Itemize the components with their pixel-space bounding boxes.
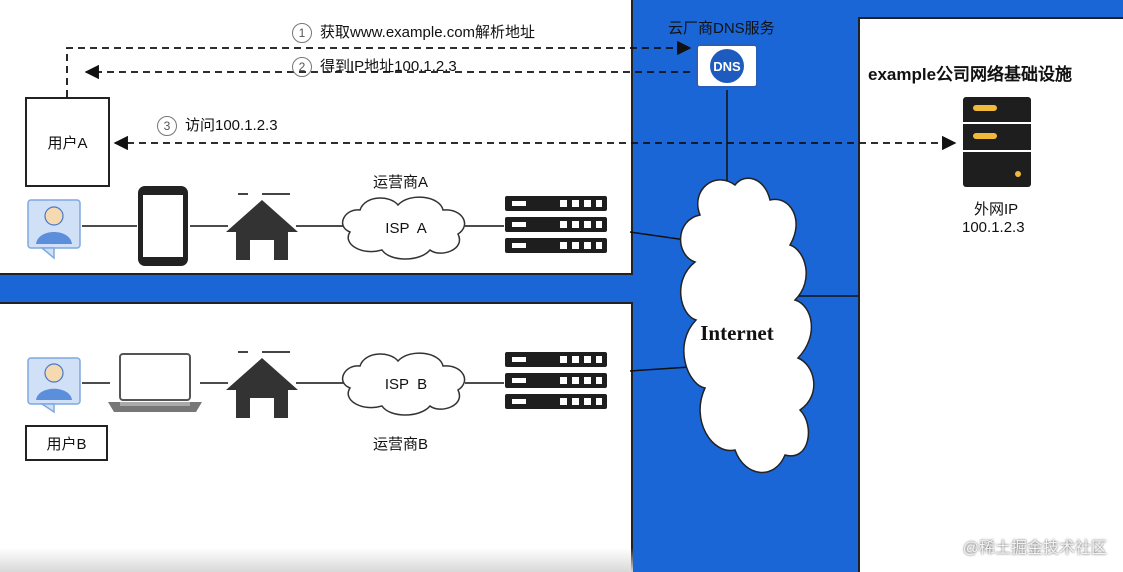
step-2-label: 2 得到IP地址100.1.2.3 xyxy=(292,55,457,78)
step-2-text: 得到IP地址100.1.2.3 xyxy=(320,58,457,75)
isp-a-label: ISP A xyxy=(385,220,426,237)
step-2-number: 2 xyxy=(292,57,312,78)
isp-server-rack-icon xyxy=(505,352,607,409)
external-ip-value: 100.1.2.3 xyxy=(962,219,1025,236)
bottom-fade xyxy=(0,548,633,572)
user-a-box: 用户A xyxy=(25,97,110,187)
company-title: example公司网络基础设施 xyxy=(868,65,1073,84)
isp-a-cloud: ISP A xyxy=(341,196,466,260)
smartphone-icon xyxy=(138,186,188,266)
dns-icon-text: DNS xyxy=(713,59,741,74)
step-3-label: 3 访问100.1.2.3 xyxy=(157,114,278,137)
server-tower-icon xyxy=(963,97,1031,187)
step-1-label: 1 获取www.example.com解析地址 xyxy=(292,21,536,44)
home-router-icon xyxy=(226,351,298,418)
internet-label: Internet xyxy=(700,321,773,345)
isp-b-internet-link xyxy=(629,366,691,372)
carrier-b-label: 运营商B xyxy=(373,436,429,453)
dns-service-label: 云厂商DNS服务 xyxy=(668,20,775,37)
user-b-label: 用户B xyxy=(46,435,87,453)
arrow-step-1 xyxy=(66,40,692,97)
step-1-text: 获取www.example.com解析地址 xyxy=(320,24,536,41)
isp-b-cloud: ISP B xyxy=(341,352,466,416)
internet-cloud xyxy=(679,177,815,474)
isp-b-label: ISP B xyxy=(385,376,427,393)
isp-server-rack-icon xyxy=(505,196,607,253)
step-3-number: 3 xyxy=(157,116,177,137)
user-a-label: 用户A xyxy=(47,134,88,152)
user-avatar-icon xyxy=(27,199,81,260)
step-3-text: 访问100.1.2.3 xyxy=(185,117,278,134)
step-1-number: 1 xyxy=(292,23,312,44)
carrier-a-label: 运营商A xyxy=(373,174,429,191)
user-b-box: 用户B xyxy=(25,425,108,461)
laptop-icon xyxy=(108,353,202,412)
request-arrows xyxy=(66,40,957,151)
watermark: @稀土掘金技术社区 xyxy=(962,540,1107,557)
dns-icon: DNS xyxy=(696,44,758,88)
home-router-icon xyxy=(226,193,298,260)
external-ip-label: 外网IP xyxy=(974,201,1019,218)
user-avatar-icon xyxy=(27,357,81,414)
